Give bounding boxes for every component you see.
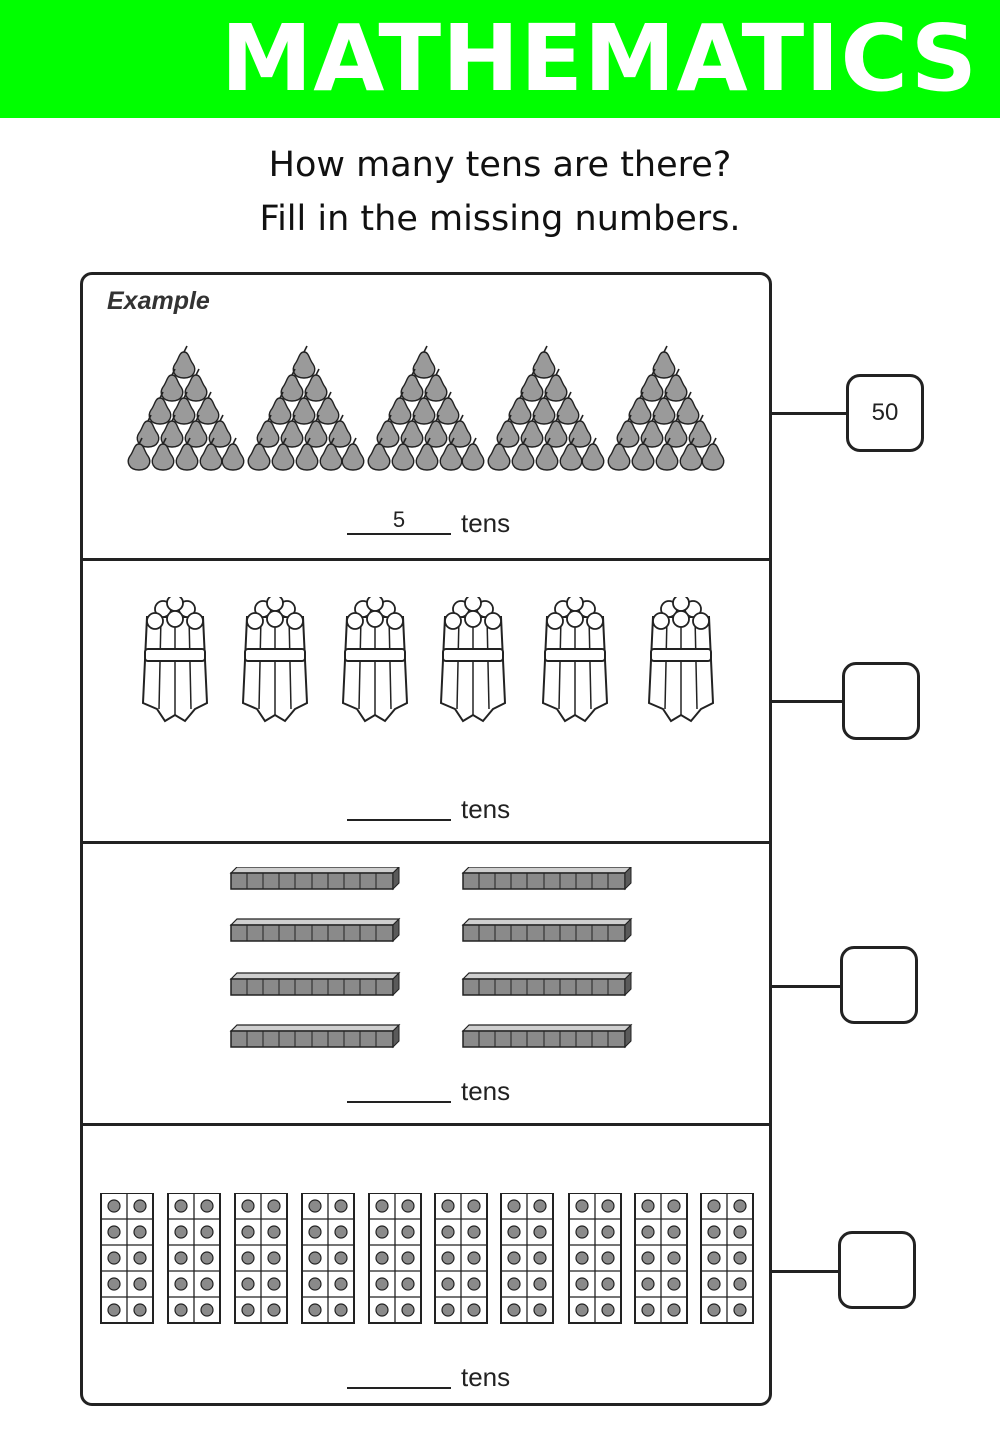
- pear-triangle: [488, 346, 603, 470]
- ten-rod: [462, 918, 632, 942]
- ten-frame: [700, 1193, 754, 1324]
- ten-frame: [234, 1193, 288, 1324]
- answer-box-3[interactable]: [840, 946, 918, 1024]
- pear-triangle: [368, 346, 483, 470]
- answer-connector: [772, 700, 844, 703]
- section-divider: [83, 558, 769, 561]
- answer-box-2[interactable]: [842, 662, 920, 740]
- ten-frames-group: [100, 1193, 754, 1324]
- stick-bundle: [542, 597, 608, 722]
- ten-rod: [230, 972, 400, 996]
- tens-blank-line[interactable]: [347, 1101, 451, 1103]
- answer-connector: [772, 1270, 840, 1273]
- ten-rod: [462, 1024, 632, 1048]
- section-divider: [83, 841, 769, 844]
- ten-frame: [500, 1193, 554, 1324]
- ten-frame: [634, 1193, 688, 1324]
- tens-blank-value: 5: [392, 507, 406, 532]
- ten-frame: [167, 1193, 221, 1324]
- tens-label: tens: [461, 508, 511, 538]
- pear-triangle: [608, 346, 723, 470]
- pear-triangle: [128, 346, 243, 470]
- ten-frame: [100, 1193, 154, 1324]
- tens-label: tens: [461, 794, 511, 824]
- instruction-line-2: Fill in the missing numbers.: [259, 199, 741, 239]
- answer-connector: [772, 412, 848, 415]
- instructions: How many tens are there? Fill in the mis…: [0, 138, 1000, 246]
- header-banner: MATHEMATICS: [0, 0, 1000, 118]
- ten-rod: [462, 972, 632, 996]
- stick-bundles-group: [142, 597, 714, 722]
- tens-label: tens: [461, 1076, 511, 1106]
- instruction-line-1: How many tens are there?: [268, 145, 732, 185]
- example-label: Example: [107, 287, 210, 315]
- ten-rod: [230, 1024, 400, 1048]
- ten-rod: [462, 867, 632, 890]
- tens-blank-line[interactable]: [347, 819, 451, 821]
- section-divider: [83, 1123, 769, 1126]
- stick-bundle: [142, 597, 208, 722]
- ten-rods-group: [230, 867, 632, 1048]
- pear-triangle: [248, 346, 363, 470]
- tens-label: tens: [461, 1362, 511, 1392]
- stick-bundle: [440, 597, 506, 722]
- answer-box-4[interactable]: [838, 1231, 916, 1309]
- ten-rod: [230, 867, 400, 890]
- page-title: MATHEMATICS: [220, 5, 978, 112]
- answer-connector: [772, 985, 842, 988]
- ten-rod: [230, 918, 400, 942]
- stick-bundle: [648, 597, 714, 722]
- ten-frame: [301, 1193, 355, 1324]
- ten-frame: [434, 1193, 488, 1324]
- tens-blank-line[interactable]: [347, 533, 451, 535]
- answer-box-1[interactable]: 50: [846, 374, 924, 452]
- worksheet-panel: Example 5 tens: [80, 272, 772, 1406]
- stick-bundle: [342, 597, 408, 722]
- pear-triangles-group: [127, 343, 737, 483]
- ten-frame: [568, 1193, 622, 1324]
- tens-blank-line[interactable]: [347, 1387, 451, 1389]
- stick-bundle: [242, 597, 308, 722]
- ten-frame: [368, 1193, 422, 1324]
